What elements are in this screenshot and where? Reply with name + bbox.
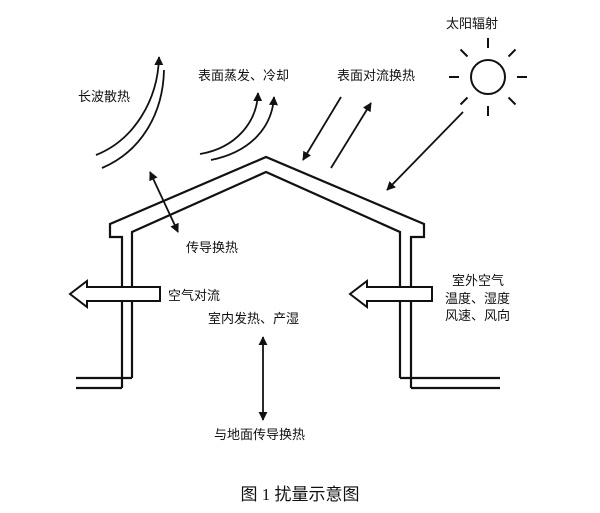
solar-radiation-arrow — [386, 111, 464, 191]
conduction-double-arrow — [149, 171, 179, 233]
label-conduction: 传导换热 — [186, 241, 238, 256]
figure-caption: 图 1 扰量示意图 — [241, 485, 360, 504]
evaporation-arrow-1 — [199, 92, 263, 155]
label-evaporation: 表面蒸发、冷却 — [198, 68, 289, 84]
label-air-convection: 空气对流 — [168, 288, 220, 304]
house-outline — [108, 155, 426, 388]
surface-convection-arrow-down — [302, 96, 342, 161]
house-inner-wall — [130, 170, 402, 378]
label-ground-conduction: 与地面传导换热 — [214, 428, 305, 443]
label-indoor-heat: 室内发热、产湿 — [208, 311, 299, 327]
label-surface-convection: 表面对流换热 — [337, 69, 415, 84]
label-long-wave: 长波散热 — [78, 90, 130, 105]
evaporation-arrow-2 — [210, 96, 278, 161]
label-outdoor-air-1: 室外空气 — [452, 273, 504, 289]
long-wave-arrow-1 — [95, 56, 164, 156]
label-solar: 太阳辐射 — [446, 16, 498, 32]
house-outer-wall — [108, 155, 426, 388]
sun-icon — [449, 38, 527, 116]
long-wave-arrow-2 — [101, 69, 165, 169]
label-outdoor-air-2: 温度、湿度 — [445, 291, 510, 307]
label-outdoor-air-3: 风速、风向 — [445, 308, 510, 324]
outdoor-air-hollow-arrow — [348, 278, 433, 310]
surface-convection-arrow-up — [330, 102, 372, 169]
ground-lines — [76, 376, 500, 390]
air-convection-hollow-arrow — [68, 278, 161, 310]
